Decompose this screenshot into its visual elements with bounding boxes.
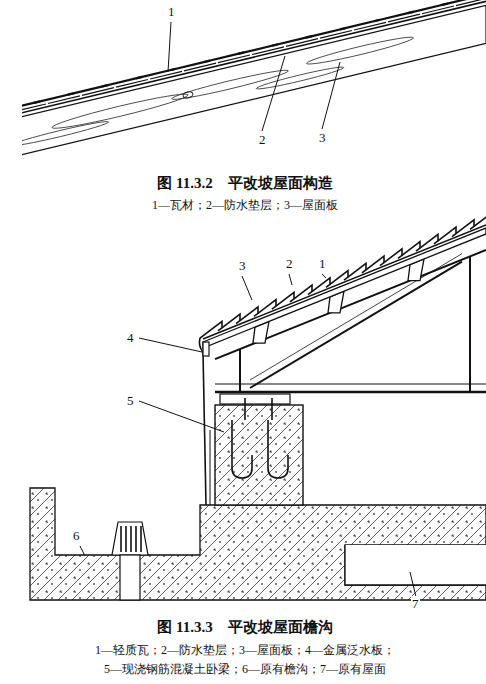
legend-text: 5—现浇钢筋混凝土卧梁；6—原有檐沟；7—原有屋面: [104, 662, 386, 676]
drain-pipe: [120, 555, 140, 600]
drain-slot: [140, 526, 142, 552]
tile: [116, 79, 148, 87]
callout-number: 2: [258, 132, 267, 148]
callout-number: 4: [126, 330, 135, 346]
waterproof-layer: [22, 1, 486, 118]
drain-outlet: [112, 522, 148, 555]
truss-bottom-chord: [215, 391, 486, 393]
wood-grain: [306, 34, 415, 67]
figure-caption: 图 11.3.3 平改坡屋面檐沟: [157, 618, 332, 636]
legend-text: 1—瓦材；2—防水垫层；3—屋面板: [152, 198, 338, 212]
drain-slot: [130, 526, 132, 552]
drain-slot: [125, 526, 127, 552]
tile: [150, 71, 182, 79]
callout-number: 1: [318, 256, 327, 272]
tile: [252, 47, 284, 55]
callout-number: 7: [411, 596, 420, 612]
rebar: [268, 420, 288, 478]
rebar: [232, 420, 252, 478]
tile: [82, 88, 114, 96]
light-tile: [470, 213, 486, 230]
tile: [354, 22, 386, 30]
flashing-fix: [210, 430, 211, 505]
callout-number: 2: [285, 256, 294, 272]
slab-edge: [345, 545, 486, 585]
wood-grain: [171, 67, 290, 103]
metal-flashing: [199, 338, 206, 505]
tile: [22, 104, 46, 112]
callout-number: 3: [238, 258, 247, 274]
tile: [422, 6, 454, 14]
tile: [218, 55, 250, 63]
truss-top-chord: [215, 250, 486, 359]
fascia: [203, 342, 209, 356]
wood-grain: [22, 119, 109, 148]
anchor-bolt: [244, 398, 246, 420]
roof-board: [22, 5, 486, 160]
callout-number: 5: [126, 393, 135, 409]
wood-grain: [256, 65, 345, 92]
callout-number: 6: [72, 528, 81, 544]
eave-gutter-section: [30, 213, 486, 600]
callout-number: 1: [167, 4, 176, 20]
roof-section-1: [22, 0, 486, 160]
wood-knot: [182, 91, 193, 99]
legend-text: 1—轻质瓦；2—防水垫层；3—屋面板；4—金属泛水板；: [95, 643, 395, 657]
tile: [456, 0, 486, 6]
drain-slot: [120, 526, 122, 552]
bearing-plate: [220, 394, 290, 404]
tile: [48, 96, 80, 104]
tile: [388, 14, 420, 22]
truss-post: [469, 256, 471, 392]
callout-number: 3: [318, 130, 327, 146]
anchor-bolt: [271, 398, 273, 420]
tile: [184, 63, 216, 71]
ring-beam: [215, 405, 303, 505]
tile: [320, 31, 352, 39]
truss-post: [239, 349, 241, 392]
leader-lines: [80, 22, 416, 597]
tile: [68, 85, 108, 95]
wood-grain: [51, 90, 189, 132]
figure-caption: 图 11.3.2 平改坡屋面构造: [157, 174, 332, 192]
tile: [136, 69, 176, 79]
tile: [286, 39, 318, 47]
waterproof-layer: [203, 225, 486, 339]
slab-void: [345, 545, 486, 585]
drain-slot: [135, 526, 137, 552]
roof-board: [203, 228, 486, 348]
